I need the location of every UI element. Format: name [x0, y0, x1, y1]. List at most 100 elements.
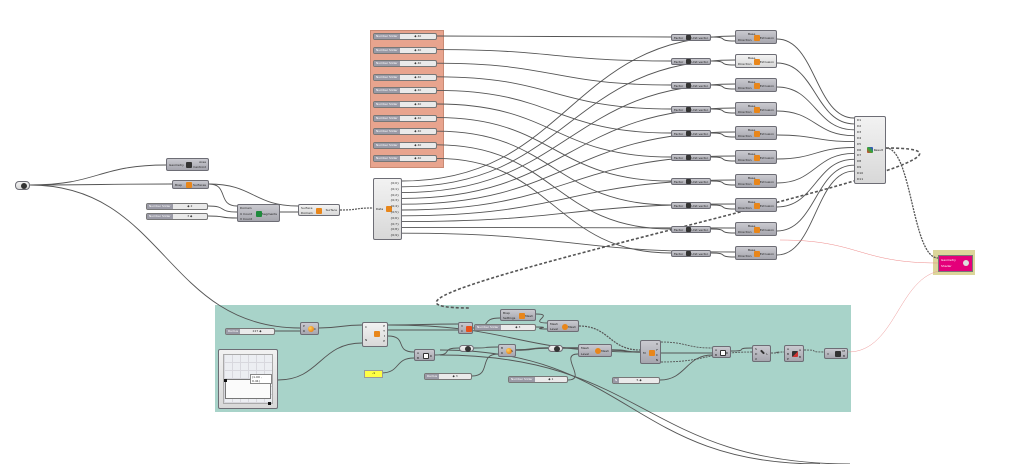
- graph-handle-left[interactable]: [224, 379, 227, 382]
- weld2-mesh-node[interactable]: Mesh Level Mesh: [578, 344, 612, 357]
- number-slider-3[interactable]: Number Slider◆ 40: [373, 60, 437, 68]
- c-input: C: [461, 329, 464, 333]
- number-slider-6[interactable]: Number Slider ◆ 40: [373, 101, 437, 108]
- pipe-node[interactable]: B R S: [498, 344, 516, 357]
- graph-handle-right[interactable]: [268, 402, 271, 405]
- domain-input: Domain: [240, 206, 252, 210]
- isotrim-node[interactable]: Domain U Count V Count Segments: [237, 204, 280, 222]
- divide-curve-node[interactable]: C N P T t P: [362, 322, 388, 347]
- number-slider-10[interactable]: Number Slider◆ 40: [373, 155, 437, 163]
- b-output: B: [798, 355, 801, 359]
- number-slider-low[interactable]: Number Slider ◆ 1: [508, 376, 568, 383]
- area-node[interactable]: Geometry Area Centroid: [166, 158, 209, 171]
- number-slider-1[interactable]: Number Slider◆ 40: [373, 33, 437, 40]
- graph-mapper-node[interactable]: (1.00 , 0.41): [218, 349, 278, 409]
- number-slider-8[interactable]: Number Slider◆ 40: [373, 128, 437, 136]
- direction-input: Direction: [738, 38, 752, 42]
- deconstruct-mesh-node[interactable]: M V F C N: [640, 340, 661, 364]
- number-slider-2[interactable]: Number Slider◆ 40: [373, 46, 437, 54]
- extrude-icon: [754, 131, 760, 137]
- slider-label: Number Slider: [147, 204, 173, 209]
- wire: [401, 83, 736, 194]
- mesh-brep-icon: [519, 313, 525, 319]
- mesh-brep-node[interactable]: Brep Settings Mesh: [500, 309, 536, 321]
- graph-area[interactable]: (1.00 , 0.41): [223, 354, 273, 405]
- extrude-icon: [754, 107, 760, 113]
- merge-input: D5: [857, 141, 862, 146]
- shader-input: Shader: [941, 264, 952, 268]
- slider-label: Number Slider: [374, 61, 400, 67]
- number-slider-right[interactable]: N 5 ◆: [612, 377, 660, 384]
- slider-value: ◆ 3: [452, 374, 458, 378]
- wire: [710, 84, 736, 90]
- relay-node-1[interactable]: [459, 345, 474, 352]
- factor-input: Factor: [674, 180, 684, 184]
- extrusion-output: Extrusion: [759, 132, 774, 136]
- wire: [29, 164, 167, 186]
- explode-tree-node[interactable]: Data {0;0}{0;1}{0;2}{0;3}{0;4}{0;5}{0;6}…: [373, 178, 402, 240]
- factor-input: Factor: [674, 252, 684, 256]
- number-slider-u[interactable]: Number Slider ◆ 2: [146, 203, 208, 210]
- n-output: N: [655, 358, 658, 362]
- custom-preview-node[interactable]: Geometry Shader: [938, 255, 973, 272]
- number-slider-9[interactable]: Number Slider◆ 40: [373, 141, 437, 149]
- deconstruct-brep-node[interactable]: Brep Surfaces: [172, 180, 209, 189]
- slider-value: ◆ 1: [548, 377, 554, 381]
- number-slider-7[interactable]: Number Slider◆ 40: [373, 114, 437, 122]
- slider-label: Number Slider: [475, 325, 501, 330]
- number-slider-4[interactable]: Number Slider◆ 40: [373, 73, 437, 81]
- unit-vector-output: Unit vector: [691, 228, 708, 232]
- value-panel[interactable]: -1: [364, 370, 383, 378]
- radius2-slider[interactable]: Radius ◆ 3: [424, 373, 472, 380]
- slider-value: ◆ 40: [414, 102, 422, 106]
- area-icon: [186, 162, 192, 168]
- unit-vector-output: Unit vector: [691, 84, 708, 88]
- radius-slider[interactable]: Radius 227 ◆: [225, 328, 275, 335]
- slider-value: ◆ 3: [515, 325, 521, 329]
- slider-value: ◆ 2: [187, 204, 193, 208]
- number-slider-5[interactable]: Number Slider◆ 40: [373, 87, 437, 95]
- weld-mesh-node[interactable]: Mesh Level Mesh: [547, 320, 579, 332]
- component-a-node[interactable]: A B R: [712, 346, 731, 358]
- number-slider-mid[interactable]: Number Slider ◆ 3: [474, 324, 536, 331]
- v-output: V: [655, 342, 658, 346]
- component-d-node[interactable]: V M B: [824, 348, 848, 359]
- multiply-node[interactable]: A B R: [414, 349, 435, 361]
- circle-node[interactable]: P R C: [300, 322, 319, 335]
- component-c-node[interactable]: A B P A B: [784, 345, 804, 362]
- factor-input: Factor: [674, 156, 684, 160]
- slider-label: Number Slider: [374, 102, 400, 107]
- component-b-node[interactable]: S D X L: [752, 345, 771, 362]
- surface-node[interactable]: Surface Domain Surface: [298, 204, 340, 216]
- slider-value: ◆ 40: [414, 74, 422, 79]
- number-slider-v[interactable]: Number Slider 3 ◆: [146, 213, 208, 220]
- v-input: V: [461, 324, 464, 328]
- brep-param-node[interactable]: [15, 181, 30, 190]
- slider-value: ◆ 40: [414, 115, 422, 120]
- r-output: R: [725, 351, 728, 355]
- relay-node-2[interactable]: [548, 345, 563, 352]
- unit-vector-icon: [686, 179, 691, 184]
- polyline-node[interactable]: V C: [458, 322, 473, 334]
